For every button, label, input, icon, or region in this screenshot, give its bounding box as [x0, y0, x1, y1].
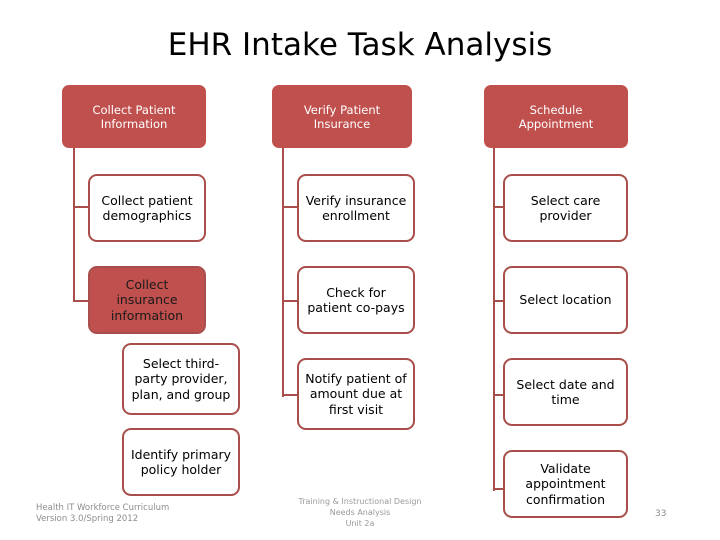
footer-curriculum-credit: Health IT Workforce Curriculum Version 3… [36, 503, 170, 524]
node-validate-appointment-confirmation[interactable]: Validate appointment confirmation [503, 450, 628, 518]
node-label: Verify insurance enrollment [305, 192, 407, 224]
node-label: Collect insurance information [110, 276, 184, 323]
node-identify-primary-policy-holder[interactable]: Identify primary policy holder [122, 428, 240, 496]
header-box-label: Schedule Appointment [518, 102, 594, 131]
node-select-date-and-time[interactable]: Select date and time [503, 358, 628, 426]
node-label: Select date and time [516, 376, 615, 408]
header-box-schedule-appointment[interactable]: Schedule Appointment [484, 85, 628, 148]
connector-spine-column-3 [493, 148, 496, 491]
slide-number: 33 [655, 509, 667, 519]
node-label: Select third-party provider, plan, and g… [131, 355, 231, 402]
node-check-for-patient-co-pays[interactable]: Check for patient co-pays [297, 266, 415, 334]
node-select-third-party-provider-plan-and-group[interactable]: Select third-party provider, plan, and g… [122, 343, 240, 415]
node-select-care-provider[interactable]: Select care provider [503, 174, 628, 242]
connector-stub-3-3 [493, 394, 510, 397]
node-label: Check for patient co-pays [307, 284, 405, 316]
node-select-location[interactable]: Select location [503, 266, 628, 334]
connector-stub-3-1 [493, 206, 510, 209]
connector-stub-2-1 [282, 206, 304, 209]
node-collect-insurance-information[interactable]: Collect insurance information [88, 266, 206, 334]
node-collect-patient-demographics[interactable]: Collect patient demographics [88, 174, 206, 242]
header-box-collect-patient-information[interactable]: Collect Patient Information [62, 85, 206, 148]
header-box-verify-patient-insurance[interactable]: Verify Patient Insurance [272, 85, 412, 148]
node-label: Collect patient demographics [101, 192, 193, 224]
header-box-label: Collect Patient Information [92, 102, 176, 131]
connector-stub-3-2 [493, 300, 510, 303]
node-label: Validate appointment confirmation [525, 460, 606, 507]
connector-stub-3-4 [493, 488, 510, 491]
node-label: Select care provider [530, 192, 601, 224]
node-notify-patient-of-amount-due-at-first-visit[interactable]: Notify patient of amount due at first vi… [297, 358, 415, 430]
connector-spine-column-1 [73, 148, 76, 302]
connector-stub-1-2 [73, 300, 95, 303]
node-label: Identify primary policy holder [130, 446, 232, 478]
node-verify-insurance-enrollment[interactable]: Verify insurance enrollment [297, 174, 415, 242]
node-label: Select location [519, 292, 612, 308]
connector-stub-2-3 [282, 394, 304, 397]
footer-unit-credit: Training & Instructional Design Needs An… [298, 497, 422, 528]
page-title: EHR Intake Task Analysis [167, 27, 553, 63]
connector-spine-column-2 [282, 148, 285, 397]
connector-stub-1-1 [73, 206, 95, 209]
node-label: Notify patient of amount due at first vi… [305, 370, 407, 417]
header-box-label: Verify Patient Insurance [303, 102, 381, 131]
connector-stub-2-2 [282, 300, 304, 303]
